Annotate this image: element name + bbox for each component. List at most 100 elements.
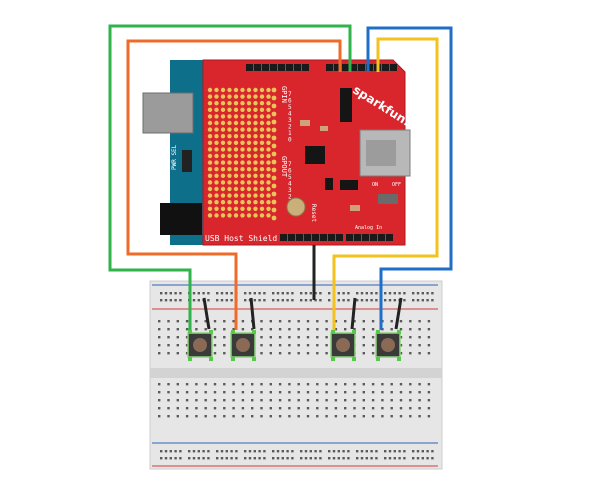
terminal-hole xyxy=(362,344,365,347)
rail-hole xyxy=(300,299,303,302)
rail-hole xyxy=(360,299,364,302)
rail-hole xyxy=(272,450,275,453)
terminal-hole xyxy=(409,344,412,347)
reset-button[interactable] xyxy=(286,197,306,217)
proto-pad xyxy=(233,134,239,139)
rail-hole xyxy=(375,457,378,460)
terminal-hole xyxy=(232,391,235,394)
rail-hole xyxy=(263,292,266,295)
pushbutton-leg xyxy=(352,330,356,334)
gpio-pad xyxy=(271,95,277,101)
proto-pad xyxy=(246,101,252,106)
proto-pad xyxy=(214,193,219,198)
terminal-hole xyxy=(362,383,365,386)
rail-hole xyxy=(304,292,308,295)
proto-pad xyxy=(246,107,252,113)
rail-hole xyxy=(230,299,233,302)
rail-hole xyxy=(347,299,350,302)
rail-hole xyxy=(337,292,340,295)
terminal-hole xyxy=(158,352,161,355)
rail-hole xyxy=(300,450,303,453)
terminal-hole xyxy=(371,320,375,323)
terminal-hole xyxy=(362,328,365,331)
gpout-number: 7 xyxy=(288,161,292,168)
gpio-pad xyxy=(271,135,277,141)
pushbutton-leg xyxy=(209,357,213,361)
terminal-hole xyxy=(269,328,272,331)
terminal-hole xyxy=(399,336,403,339)
pushbutton-body xyxy=(330,332,356,358)
proto-pad xyxy=(233,153,239,159)
proto-pad xyxy=(207,206,213,211)
header-pin xyxy=(342,64,349,71)
proto-pad xyxy=(227,114,232,119)
header-pin xyxy=(358,64,365,71)
proto-pad xyxy=(233,186,239,192)
rail-hole xyxy=(309,299,312,302)
rail-hole xyxy=(164,292,168,295)
terminal-hole xyxy=(371,383,375,386)
gpio-pad xyxy=(271,199,277,205)
proto-pad xyxy=(246,167,252,172)
rail-hole xyxy=(300,457,303,460)
rail-hole xyxy=(403,299,406,302)
terminal-hole xyxy=(325,328,328,331)
terminal-hole xyxy=(269,391,272,394)
rail-hole xyxy=(426,450,429,453)
proto-pad xyxy=(233,173,239,178)
terminal-hole xyxy=(278,352,282,355)
proto-pad xyxy=(220,101,226,106)
terminal-hole xyxy=(344,399,347,402)
terminal-hole xyxy=(344,391,347,394)
proto-pad xyxy=(266,94,271,99)
proto-pad xyxy=(207,213,213,218)
proto-pad xyxy=(220,114,226,119)
terminal-hole xyxy=(223,320,226,323)
wire-orange xyxy=(126,39,342,330)
rail-hole xyxy=(393,450,396,453)
terminal-hole xyxy=(427,415,431,418)
rail-hole xyxy=(192,292,196,295)
proto-pad xyxy=(240,206,245,211)
rail-hole xyxy=(342,457,345,460)
proto-pad xyxy=(207,94,213,99)
rail-hole xyxy=(421,292,424,295)
rail-hole xyxy=(207,457,210,460)
pushbutton-2[interactable] xyxy=(230,330,256,361)
rail-hole xyxy=(169,457,172,460)
terminal-hole xyxy=(232,328,235,331)
rail-hole xyxy=(328,299,331,302)
rail-hole xyxy=(314,292,317,295)
rail-hole xyxy=(304,450,308,453)
power-switch[interactable] xyxy=(378,194,398,204)
terminal-hole xyxy=(297,391,300,394)
terminal-hole xyxy=(195,399,198,402)
rail-hole xyxy=(235,450,238,453)
terminal-hole xyxy=(260,383,263,386)
pushbutton-leg xyxy=(231,357,235,361)
terminal-hole xyxy=(409,352,412,355)
pushbutton-4[interactable] xyxy=(375,330,401,361)
terminal-hole xyxy=(241,328,245,331)
gpout-label: GPOUT xyxy=(280,156,288,178)
terminal-hole xyxy=(288,344,291,347)
rail-hole xyxy=(230,457,233,460)
gpio-pad xyxy=(271,175,277,181)
terminal-hole xyxy=(362,320,365,323)
proto-pad xyxy=(227,101,232,106)
terminal-hole xyxy=(344,383,347,386)
rail-hole xyxy=(314,450,317,453)
terminal-hole xyxy=(278,383,282,386)
proto-pad xyxy=(240,114,245,119)
pushbutton-3[interactable] xyxy=(330,330,356,361)
rail-hole xyxy=(160,299,163,302)
proto-pad xyxy=(207,186,213,192)
terminal-hole xyxy=(158,391,161,394)
terminal-hole xyxy=(204,399,207,402)
rail-hole xyxy=(281,457,284,460)
gpio-pad xyxy=(271,103,277,109)
proto-pad xyxy=(246,114,252,119)
rail-hole xyxy=(258,450,261,453)
proto-pad xyxy=(227,186,232,192)
pushbutton-1[interactable] xyxy=(187,330,213,361)
